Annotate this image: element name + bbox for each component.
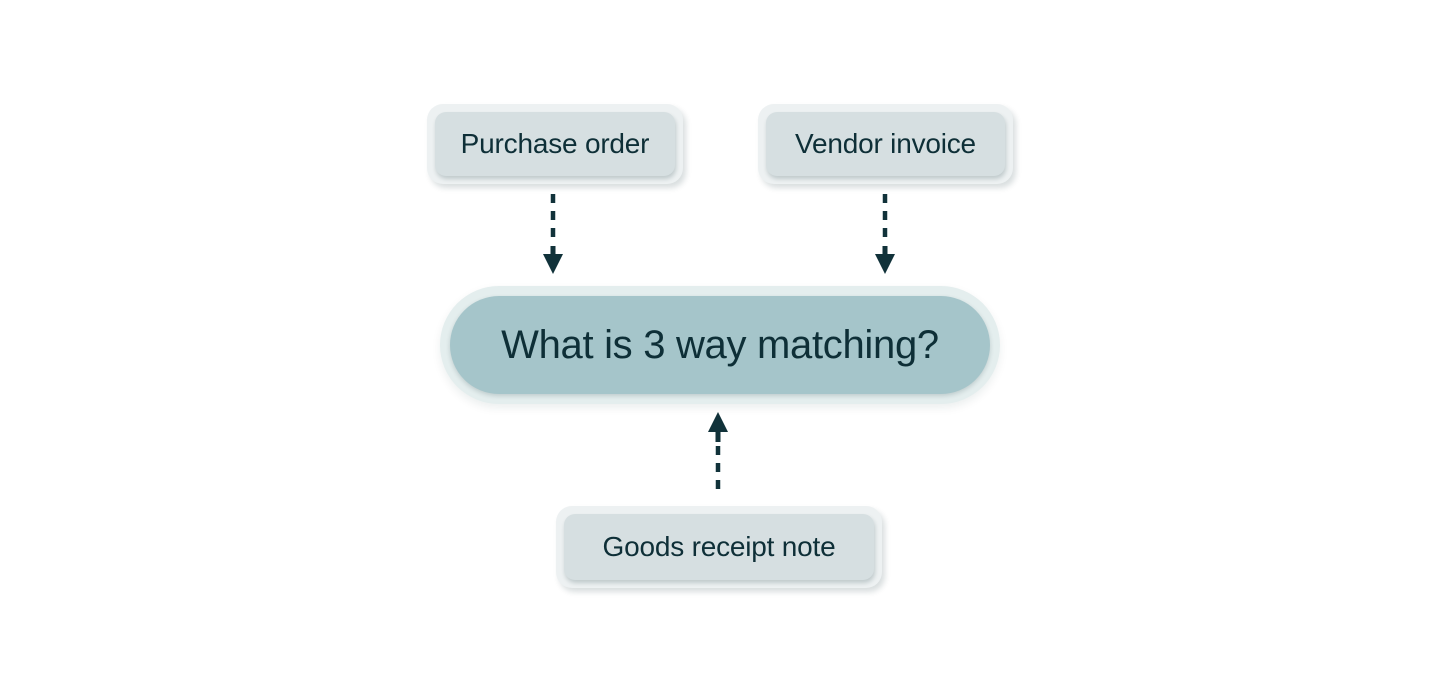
node-purchase-order-label: Purchase order bbox=[460, 128, 650, 159]
arrow-vendor-invoice-to-center-icon bbox=[875, 194, 895, 274]
node-purchase-order-panel: Purchase order bbox=[435, 112, 675, 176]
arrow-goods-receipt-to-center-icon bbox=[708, 412, 728, 494]
node-goods-receipt-note-label: Goods receipt note bbox=[602, 531, 836, 562]
center-question-label: What is 3 way matching? bbox=[501, 322, 939, 367]
arrow-down-head-icon bbox=[875, 246, 895, 274]
arrow-purchase-order-to-center-icon bbox=[543, 194, 563, 274]
node-vendor-invoice-panel: Vendor invoice bbox=[766, 112, 1005, 176]
center-question-pill-panel: What is 3 way matching? bbox=[450, 296, 990, 394]
arrow-up-head-icon bbox=[708, 412, 728, 442]
node-goods-receipt-note-panel: Goods receipt note bbox=[564, 514, 874, 580]
arrow-down-head-icon bbox=[543, 246, 563, 274]
node-vendor-invoice: Vendor invoice bbox=[758, 104, 1013, 184]
center-question-pill: What is 3 way matching? bbox=[440, 286, 1000, 404]
node-vendor-invoice-label: Vendor invoice bbox=[795, 128, 976, 159]
node-purchase-order: Purchase order bbox=[427, 104, 683, 184]
node-goods-receipt-note: Goods receipt note bbox=[556, 506, 882, 588]
